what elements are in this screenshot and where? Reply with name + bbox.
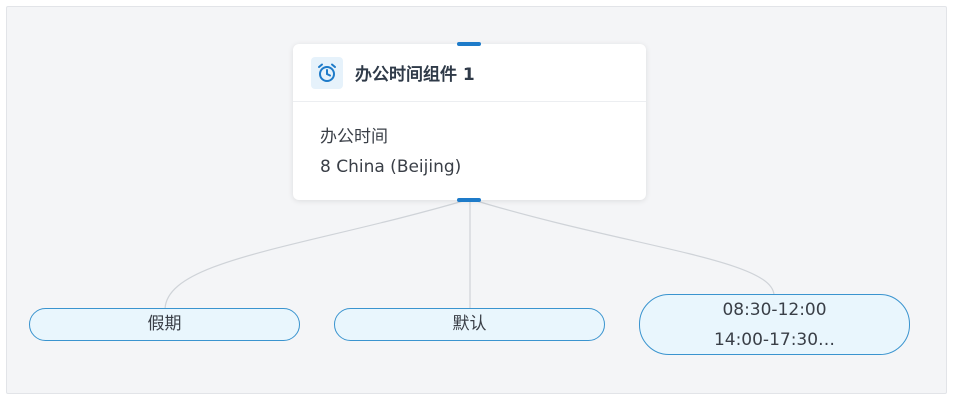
alarm-clock-icon [311, 56, 343, 89]
branch-default-label: 默认 [452, 314, 487, 334]
node-title: 办公时间组件 1 [355, 65, 475, 85]
node-timezone: 8 China (Beijing) [320, 157, 462, 177]
office-hours-node[interactable]: 办公时间组件 1 办公时间 8 China (Beijing) [293, 42, 646, 202]
branch-hours-afternoon: 14:00-17:30… [713, 329, 836, 350]
flow-canvas[interactable]: 办公时间组件 1 办公时间 8 China (Beijing) 假期 默认 08… [6, 6, 947, 394]
connector-to-hours [469, 198, 775, 296]
node-body: 办公时间 8 China (Beijing) [293, 102, 646, 182]
connector-lines [164, 198, 775, 310]
branch-default[interactable]: 默认 [334, 308, 605, 341]
branch-hours-morning: 08:30-12:00 [722, 299, 827, 320]
node-type-label: 办公时间 [320, 127, 388, 147]
branch-holiday-label: 假期 [147, 314, 182, 334]
connector-to-holiday [164, 198, 471, 310]
branch-holiday[interactable]: 假期 [29, 308, 300, 341]
node-header: 办公时间组件 1 [293, 44, 646, 102]
node-input-handle[interactable] [457, 42, 481, 46]
node-output-handle[interactable] [457, 198, 481, 202]
branch-office-hours[interactable]: 08:30-12:00 14:00-17:30… [639, 294, 910, 355]
